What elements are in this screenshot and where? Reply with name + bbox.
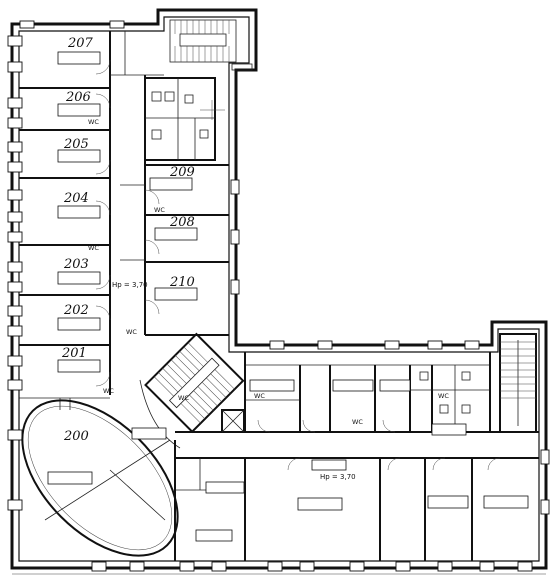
upper-right-rooms bbox=[120, 164, 229, 336]
outer-walls bbox=[10, 8, 548, 570]
room-label-plates bbox=[47, 51, 529, 542]
wc-label: WC bbox=[178, 394, 189, 402]
right-staircase bbox=[499, 333, 537, 433]
room-number-208: 208 bbox=[169, 215, 195, 230]
left-wing-walls bbox=[19, 31, 164, 410]
bottom-wing-walls bbox=[174, 352, 539, 561]
room-number-201: 201 bbox=[61, 346, 87, 361]
bottom-facade-windows bbox=[91, 561, 533, 572]
wc-labels: WC WC WC WC WC WC WC WC WC bbox=[88, 118, 449, 426]
room-number-205: 205 bbox=[63, 137, 89, 152]
room-number-209: 209 bbox=[169, 165, 195, 180]
central-staircase bbox=[144, 332, 245, 434]
wc-label: WC bbox=[126, 328, 137, 336]
left-facade-windows bbox=[7, 35, 23, 511]
top-staircase bbox=[169, 19, 253, 71]
wc-label: WC bbox=[352, 418, 363, 426]
room-numbers: 207 206 205 204 203 202 201 200 209 208 … bbox=[61, 36, 195, 444]
height-note: Hp = 3,70 bbox=[320, 473, 356, 481]
room-number-200: 200 bbox=[63, 429, 89, 444]
room-number-210: 210 bbox=[169, 275, 195, 290]
wc-label: WC bbox=[88, 118, 99, 126]
height-notes: Hp = 3,70 Hp = 3,70 bbox=[112, 281, 356, 481]
room-number-207: 207 bbox=[67, 36, 94, 51]
room-number-202: 202 bbox=[63, 303, 89, 318]
upper-facade-windows bbox=[19, 20, 550, 515]
room-number-203: 203 bbox=[63, 257, 89, 272]
room-number-206: 206 bbox=[65, 90, 91, 105]
wc-label: WC bbox=[88, 244, 99, 252]
wc-label: WC bbox=[254, 392, 265, 400]
wc-label: WC bbox=[103, 387, 114, 395]
wc-label: WC bbox=[154, 206, 165, 214]
wc-label: WC bbox=[438, 392, 449, 400]
wc-block bbox=[144, 77, 225, 161]
room-number-204: 204 bbox=[63, 191, 89, 206]
height-note: Hp = 3,70 bbox=[112, 281, 148, 289]
